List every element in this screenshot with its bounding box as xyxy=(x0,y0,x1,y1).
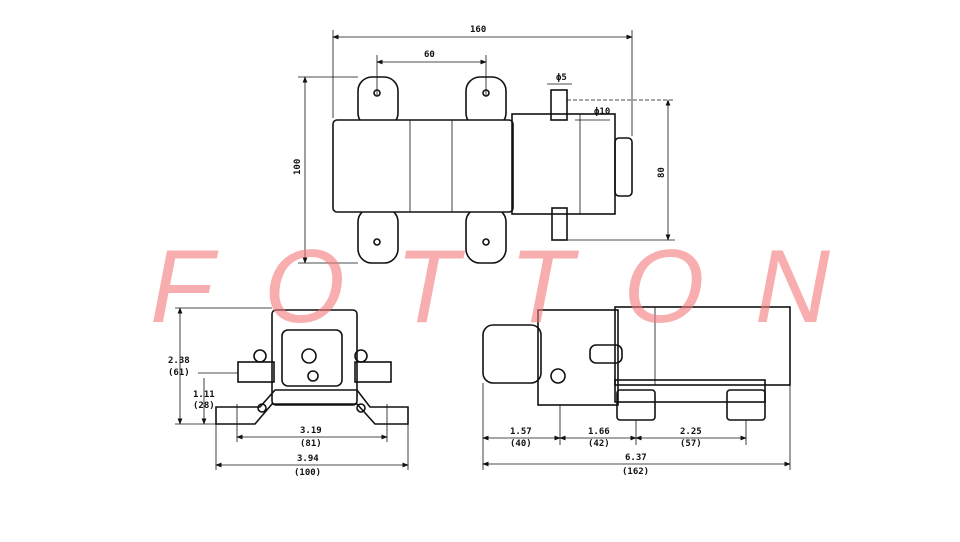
dim-seg2-in: 1.66 xyxy=(588,427,610,437)
front-body xyxy=(271,309,358,406)
dim-seg3-in: 2.25 xyxy=(680,427,702,437)
end-cap xyxy=(614,137,633,197)
outlet-fitting xyxy=(550,89,568,121)
mount-tab-bottom-right xyxy=(465,207,507,264)
left-port xyxy=(237,361,275,383)
side-view: 1.57 (40) 1.66 (42) 2.25 (57) 6.37 (162) xyxy=(482,306,791,477)
dim-total-in: 6.37 xyxy=(625,453,647,463)
dim-outlet-inner: ϕ5 xyxy=(556,73,567,83)
dim-overall-length: 160 xyxy=(470,25,486,35)
dim-seg1-mm: (40) xyxy=(510,439,532,449)
dim-port-height-in: 1.11 xyxy=(193,390,215,400)
pump-head xyxy=(511,113,616,215)
dim-hole-spacing-in: 3.19 xyxy=(300,426,322,436)
dim-seg1-in: 1.57 xyxy=(510,427,532,437)
side-port-fitting xyxy=(482,324,542,384)
dim-total-mm: (162) xyxy=(622,467,649,477)
dim-seg3-mm: (57) xyxy=(680,439,702,449)
dim-hole-spacing-mm: (81) xyxy=(300,439,322,449)
side-pump-head xyxy=(537,309,619,406)
front-base xyxy=(215,389,409,425)
dim-height-in: 2.38 xyxy=(168,356,190,366)
dim-body-height: 80 xyxy=(657,167,667,178)
inlet-fitting xyxy=(551,207,568,241)
mount-tab-bottom-left xyxy=(357,207,399,264)
dim-mount-height: 100 xyxy=(293,159,303,175)
top-view: 160 60 100 80 ϕ5 ϕ10 xyxy=(293,25,675,264)
motor-body xyxy=(332,119,514,213)
front-view: 2.38 (61) 1.11 (28) 3.19 (81) 3.94 (100) xyxy=(168,307,409,478)
side-base xyxy=(614,379,766,403)
dim-outlet-outer: ϕ10 xyxy=(594,107,610,117)
dim-seg2-mm: (42) xyxy=(588,439,610,449)
side-motor xyxy=(614,306,791,386)
right-port xyxy=(354,361,392,383)
dim-base-width-in: 3.94 xyxy=(297,454,319,464)
dim-port-height-mm: (28) xyxy=(193,401,215,411)
dim-height-mm: (61) xyxy=(168,368,190,378)
dim-base-width-mm: (100) xyxy=(294,468,321,478)
dim-mount-spacing: 60 xyxy=(424,50,435,60)
